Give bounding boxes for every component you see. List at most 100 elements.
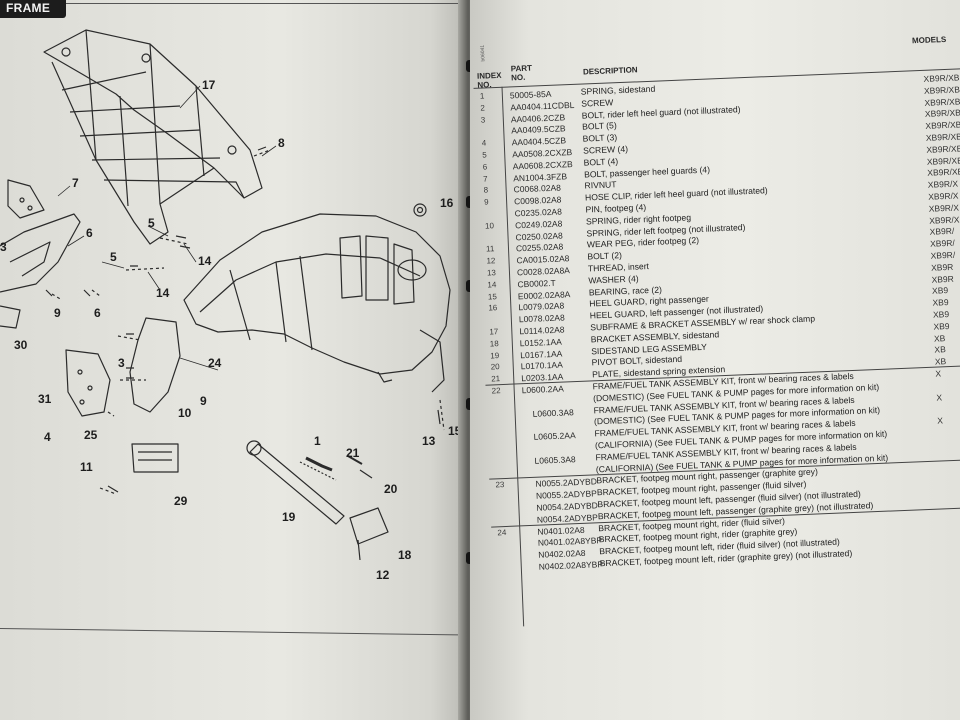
callout-10: 10 [178, 406, 192, 420]
exploded-frame-diagram [0, 29, 451, 561]
callout-31: 31 [38, 392, 52, 406]
callout-6: 6 [94, 306, 101, 320]
row-part-number: E0002.02A8A [517, 288, 571, 301]
section-tab-label: FRAME [6, 1, 51, 15]
row-models: XB [934, 344, 946, 356]
passenger-bracket-drawing [0, 179, 81, 329]
row-part-number: N0055.2ADYBP [535, 488, 598, 501]
row-part-number: AA0508.2CXZB [512, 147, 573, 160]
row-index: 19 [490, 350, 500, 361]
callout-6: 6 [86, 226, 93, 240]
row-index: 1 [479, 91, 485, 101]
row-index: 13 [486, 268, 497, 278]
callout-29: 29 [174, 494, 188, 508]
row-index: 8 [483, 185, 489, 195]
callout-5: 5 [110, 250, 117, 264]
row-part-number: AA0404.11CDBL [510, 99, 575, 113]
row-part-number: CB0002.T [517, 277, 556, 290]
row-models: XB9R/XB1 [923, 84, 960, 96]
callout-14: 14 [198, 254, 212, 268]
row-description: SCREW (4) [582, 143, 629, 156]
row-models: XB9R/XB1 [924, 95, 960, 108]
callout-24: 24 [208, 356, 222, 370]
row-models: XB9R/X [928, 202, 960, 214]
row-models: XB9R/ [929, 237, 955, 249]
row-models: XB9R/X [928, 190, 959, 202]
row-part-number: L0114.02A8 [519, 324, 565, 337]
row-description: BOLT (4) [583, 155, 619, 168]
row-description: THREAD, insert [587, 261, 650, 274]
row-models: XB9R/X [927, 178, 959, 190]
row-part-number: C0250.02A8 [515, 230, 563, 242]
row-models: XB9 [931, 285, 949, 297]
row-part-number: L0600.3A8 [532, 406, 574, 419]
row-index: 2 [480, 103, 485, 113]
diagram-page: FRAME [0, 0, 468, 720]
sidestand-drawing [246, 440, 389, 561]
callout-25: 25 [84, 428, 98, 442]
row-models: X [935, 368, 942, 379]
row-index: 24 [497, 527, 507, 537]
header-description: DESCRIPTION [582, 65, 638, 77]
callout-20: 20 [384, 482, 398, 496]
row-description: PIN, footpeg (4) [585, 202, 647, 215]
row-part-number: L0167.1AA [520, 348, 563, 360]
row-index: 20 [490, 362, 500, 372]
binder-hole [466, 280, 473, 292]
row-part-number: N0401.02A8 [537, 524, 585, 537]
row-models: XB9R/XB12 [923, 72, 960, 84]
row-models: XB9 [932, 297, 949, 308]
row-description: SCREW [581, 97, 614, 109]
row-models: X [936, 391, 943, 403]
fuel-tank-frame-drawing [183, 203, 451, 393]
row-models: XB9R/XB [925, 131, 960, 143]
row-part-number: C0249.02A8 [514, 218, 563, 231]
row-part-number: L0078.02A8 [518, 312, 565, 325]
callout-14: 14 [156, 286, 170, 300]
callout-8: 8 [278, 136, 285, 150]
parts-list-page: b06041 INDEX NO. PART NO. DESCRIPTION MO… [470, 0, 960, 720]
row-models: XB9R/XB [926, 143, 960, 155]
row-index: 6 [482, 162, 488, 172]
callout-3: 3 [118, 356, 125, 370]
callout-30: 30 [14, 338, 28, 352]
row-index: 14 [487, 279, 497, 290]
row-description: WASHER (4) [588, 273, 639, 286]
row-models: XB9R [931, 273, 954, 285]
row-index: 10 [484, 221, 495, 231]
row-part-number: C0255.02A8 [515, 241, 564, 254]
row-models: XB9R/XB1 [924, 107, 960, 120]
row-index: 23 [495, 480, 505, 490]
row-part-number: N0055.2ADYBD [535, 476, 598, 490]
row-index: 12 [486, 256, 496, 266]
callout-4: 4 [44, 430, 51, 444]
row-description: RIVNUT [584, 179, 617, 191]
row-part-number: CA0015.02A8 [516, 253, 570, 266]
row-part-number: 50005-85A [509, 88, 552, 101]
callout-1: 1 [314, 434, 321, 448]
header-rule [473, 67, 960, 89]
row-part-number: AA0608.2CXZB [512, 158, 573, 172]
callout-11: 11 [80, 460, 93, 474]
row-models: X [937, 415, 944, 426]
row-index: 11 [485, 244, 495, 254]
row-part-number: L0600.2AA [521, 383, 564, 396]
binder-hole [466, 398, 473, 410]
row-models: XB9R [930, 261, 954, 273]
callout-9: 9 [54, 306, 61, 320]
row-models: XB9R/XB1 [925, 119, 960, 132]
callout-5: 5 [148, 216, 155, 230]
rider-bracket-drawing [65, 317, 181, 473]
row-index: 3 [480, 115, 486, 125]
row-index: 5 [482, 150, 487, 160]
row-models: XB9 [932, 309, 950, 320]
callout-7: 7 [72, 176, 79, 190]
row-models: XB9R/ [929, 226, 955, 238]
callout-3: 3 [0, 240, 7, 254]
bolts-drawing [45, 146, 441, 493]
callout-18: 18 [398, 548, 412, 562]
row-part-number: L0170.1AA [520, 359, 564, 372]
row-description: BOLT (5) [581, 120, 617, 132]
binder-hole [466, 196, 473, 208]
